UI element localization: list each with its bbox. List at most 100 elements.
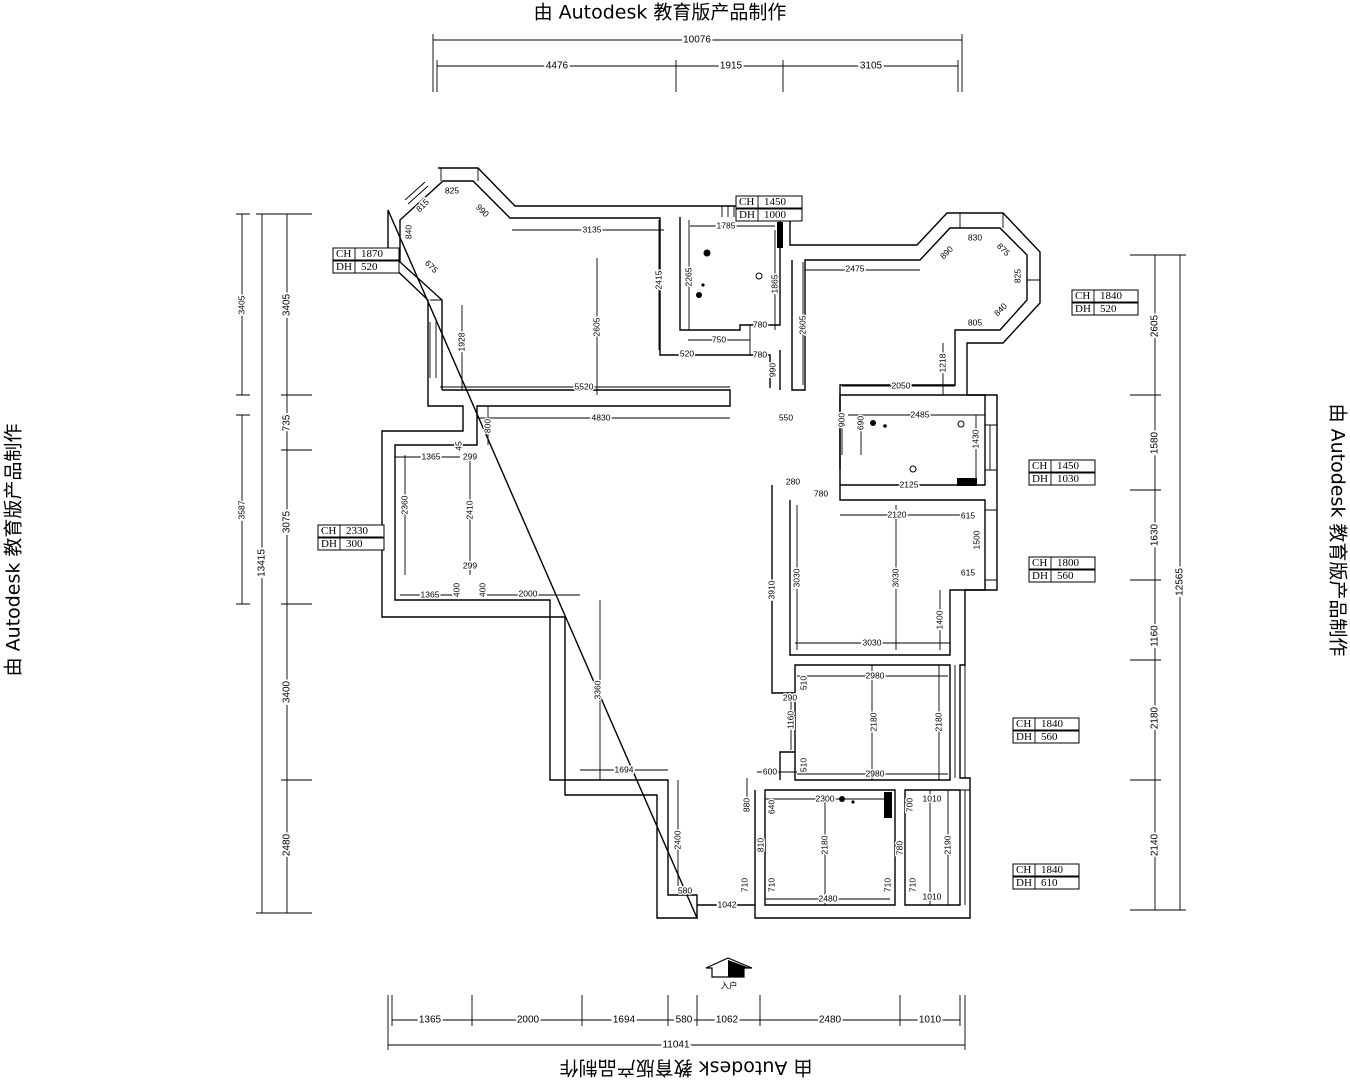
dim-label: 2265 <box>683 267 693 286</box>
dim-label: 299 <box>463 560 477 570</box>
dim-label: 1785 <box>717 220 736 230</box>
dim-label: 510 <box>798 676 808 690</box>
dim-label: 3030 <box>863 637 882 647</box>
dim-label: 840 <box>403 225 413 239</box>
dim-label: 615 <box>961 567 975 577</box>
dim-label: 1010 <box>923 891 942 901</box>
dim-right-3: 1630 <box>1150 523 1161 546</box>
dim-label: 4830 <box>592 412 611 422</box>
dim-label: 580 <box>678 885 692 895</box>
svg-text:CH: CH <box>336 248 351 260</box>
dim-right-5: 2180 <box>1150 706 1161 729</box>
watermark-top: 由 Autodesk 教育版产品制作 <box>534 2 787 24</box>
svg-text:1450: 1450 <box>1057 460 1080 472</box>
dim-bottom-7: 1010 <box>919 1015 942 1026</box>
dim-label: 1694 <box>615 764 634 774</box>
svg-text:DH: DH <box>1032 570 1048 582</box>
dim-left-4: 3400 <box>282 680 293 703</box>
dim-label: 400 <box>451 583 461 597</box>
svg-text:1800: 1800 <box>1057 557 1080 569</box>
svg-text:520: 520 <box>1100 303 1117 315</box>
dim-label: 2605 <box>591 317 601 336</box>
dimension-lines <box>236 34 1186 1050</box>
dim-right-1: 2605 <box>1150 314 1161 337</box>
dim-label: 2980 <box>866 670 885 680</box>
dim-label: 690 <box>855 416 865 430</box>
dim-total-bottom: 11041 <box>662 1040 690 1051</box>
dim-label: 2000 <box>519 588 538 598</box>
svg-text:2330: 2330 <box>346 525 369 537</box>
dim-label: 3135 <box>583 224 602 234</box>
dim-label: 1365 <box>422 451 441 461</box>
dim-bottom-5: 1062 <box>716 1015 739 1026</box>
dim-label: 2125 <box>900 479 919 489</box>
dim-label: 890 <box>938 244 955 261</box>
dim-left-3: 3075 <box>282 510 293 533</box>
dim-label: 700 <box>904 798 914 812</box>
dim-label: 1010 <box>923 793 942 803</box>
walls <box>381 167 1041 919</box>
dim-label: 2605 <box>797 315 807 334</box>
dim-label: 710 <box>766 878 776 892</box>
dim-bottom-4: 580 <box>676 1015 693 1026</box>
svg-text:DH: DH <box>739 209 755 221</box>
dim-label: 825 <box>445 185 459 195</box>
dim-label: 510 <box>798 758 808 772</box>
fixtures <box>696 222 977 818</box>
svg-text:520: 520 <box>361 261 378 273</box>
dim-label: 2410 <box>464 500 474 519</box>
dim-label: 830 <box>968 232 982 242</box>
dim-left-2: 735 <box>282 414 293 431</box>
entrance-label: 入户 <box>720 980 737 990</box>
dim-left-1: 3405 <box>282 293 293 316</box>
svg-text:1000: 1000 <box>764 209 787 221</box>
dim-label: 2415 <box>653 270 663 289</box>
svg-text:300: 300 <box>346 538 363 550</box>
svg-text:DH: DH <box>1016 877 1032 889</box>
svg-text:1030: 1030 <box>1057 473 1080 485</box>
dim-left-5: 2480 <box>282 833 293 856</box>
svg-text:560: 560 <box>1057 570 1074 582</box>
dim-label: 280 <box>786 476 800 486</box>
svg-text:DH: DH <box>321 538 337 550</box>
dim-label: 1430 <box>970 429 980 448</box>
dim-label: 1500 <box>971 530 981 549</box>
svg-text:DH: DH <box>1075 303 1091 315</box>
dim-right-6: 2140 <box>1150 833 1161 856</box>
dim-label: 2400 <box>672 830 682 849</box>
dim-label: 825 <box>1012 269 1022 283</box>
svg-text:DH: DH <box>1016 731 1032 743</box>
dim-label: 3030 <box>890 568 900 587</box>
dim-label: 710 <box>882 878 892 892</box>
svg-text:1450: 1450 <box>764 196 787 208</box>
svg-text:610: 610 <box>1041 877 1058 889</box>
watermark-left: 由 Autodesk 教育版产品制作 <box>3 424 25 677</box>
dim-label: 1218 <box>937 353 947 372</box>
entrance-icon <box>705 957 753 978</box>
dim-label: 45 <box>453 441 463 451</box>
dim-left-inner-1: 3405 <box>236 295 246 314</box>
dim-label: 1042 <box>718 899 737 909</box>
svg-text:560: 560 <box>1041 731 1058 743</box>
watermark-right: 由 Autodesk 教育版产品制作 <box>1327 404 1349 657</box>
svg-text:CH: CH <box>1032 460 1047 472</box>
svg-text:DH: DH <box>336 261 352 273</box>
svg-text:CH: CH <box>1075 290 1090 302</box>
height-tag: CH 1450 DH 1000 <box>735 195 803 222</box>
dim-label: 780 <box>894 841 904 855</box>
dim-label: 520 <box>680 348 694 358</box>
dim-total-left: 13415 <box>257 549 268 577</box>
dim-label: 1400 <box>934 610 944 629</box>
dim-label: 3360 <box>592 680 602 699</box>
svg-text:CH: CH <box>1016 864 1031 876</box>
dim-label: 805 <box>968 317 982 327</box>
dim-label: 780 <box>753 349 767 359</box>
dim-left-inner-2: 3587 <box>236 500 246 519</box>
svg-text:CH: CH <box>739 196 754 208</box>
dim-label: 990 <box>474 202 491 219</box>
